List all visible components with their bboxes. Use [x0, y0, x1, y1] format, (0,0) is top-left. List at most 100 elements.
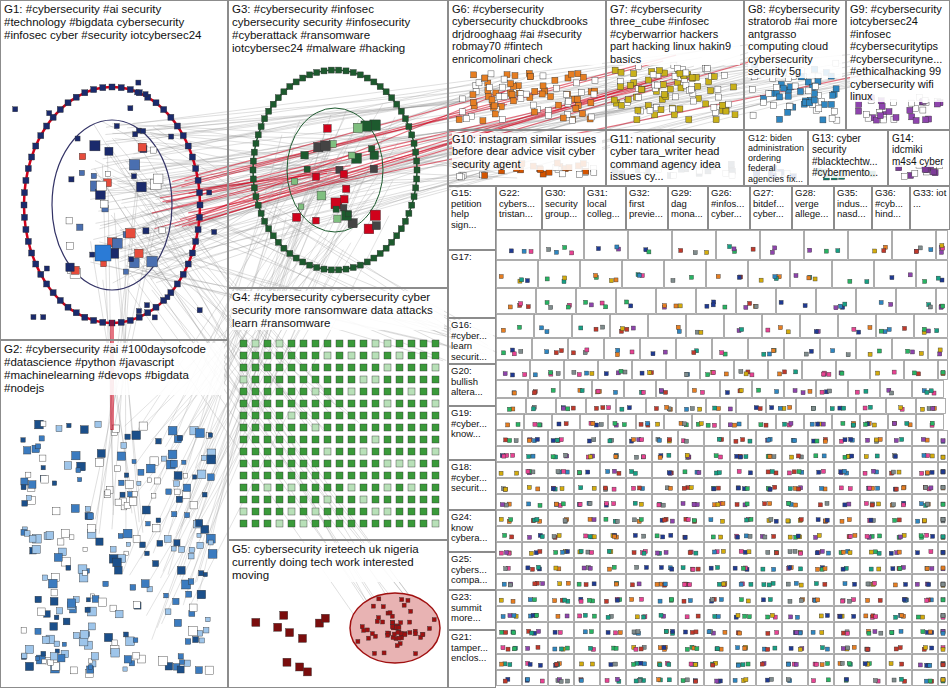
vertex-icon: [566, 581, 570, 585]
vertex-icon: [827, 551, 831, 555]
vertex-icon: [771, 581, 775, 585]
vertex-icon: [118, 534, 123, 539]
vertex-icon: [918, 663, 922, 667]
vertex-icon: [941, 470, 945, 474]
vertex-icon: [764, 423, 768, 427]
vertex-icon: [31, 315, 36, 320]
small-group-cell: [593, 381, 624, 398]
vertex-icon: [588, 501, 592, 505]
vertex-icon: [739, 582, 743, 586]
small-group-cell: [939, 655, 948, 670]
vertex-icon: [916, 519, 920, 523]
vertex-icon: [820, 549, 824, 553]
small-group-cell: [835, 623, 860, 638]
vertex-icon: [903, 598, 907, 602]
vertex-icon: [743, 550, 747, 554]
small-group-cell: [757, 447, 782, 462]
vertex-icon: [152, 315, 157, 320]
small-group-cell: [777, 415, 804, 430]
vertex-icon: [504, 438, 508, 442]
vertex-icon: [615, 598, 619, 602]
vertex-icon: [561, 406, 565, 410]
vertex-icon: [528, 438, 532, 442]
vertex-icon: [533, 582, 537, 586]
vertex-icon: [553, 599, 557, 603]
vertex-icon: [552, 486, 556, 490]
vertex-icon: [515, 471, 519, 475]
small-group-cell: [731, 543, 756, 558]
vertex-icon: [843, 438, 847, 442]
vertex-icon: [813, 277, 817, 281]
vertex-icon: [874, 438, 878, 442]
small-group-cell: [523, 511, 548, 526]
vertex-icon: [503, 679, 507, 683]
vertex-icon: [741, 663, 745, 667]
small-group-cell: [549, 607, 574, 622]
vertex-icon: [135, 90, 140, 95]
small-group-cell: [575, 623, 600, 638]
vertex-icon: [878, 534, 882, 538]
vertex-icon: [711, 303, 715, 307]
vertex-icon: [563, 245, 567, 249]
vertex-icon: [499, 471, 503, 475]
small-group-cell: [809, 543, 834, 558]
vertex-icon: [845, 677, 849, 681]
vertex-icon: [846, 353, 850, 357]
vertex-icon: [728, 407, 732, 411]
vertex-icon: [766, 550, 770, 554]
vertex-icon: [720, 351, 724, 355]
vertex-icon: [692, 388, 696, 392]
vertex-icon: [871, 469, 875, 473]
vertex-icon: [740, 328, 744, 332]
vertex-icon: [865, 647, 869, 651]
cluster-ring: [24, 87, 200, 323]
small-group-cell: [679, 655, 704, 670]
graph-edge: [109, 266, 487, 354]
vertex-icon: [941, 614, 945, 618]
small-group-cell: [497, 339, 532, 360]
vertex-icon: [694, 630, 698, 634]
small-group-cell: [705, 463, 730, 478]
vertex-icon: [587, 439, 591, 443]
vertex-icon: [928, 663, 932, 667]
vertex-icon: [900, 662, 904, 666]
small-group-cell: [549, 559, 574, 574]
small-group-cell: [837, 361, 870, 380]
vertex-icon: [774, 471, 778, 475]
small-group-cell: [679, 607, 704, 622]
vertex-icon: [941, 615, 945, 619]
vertex-icon: [138, 143, 146, 151]
vertex-icon: [616, 348, 620, 352]
vertex-icon: [926, 502, 930, 506]
vertex-icon: [721, 519, 725, 523]
vertex-icon: [779, 300, 783, 304]
small-group-cell: [599, 361, 632, 380]
vertex-icon: [695, 647, 699, 651]
vertex-icon: [189, 626, 198, 635]
vertex-icon: [614, 278, 618, 282]
vertex-icon: [552, 535, 556, 539]
small-group-cell: [677, 399, 706, 414]
vertex-icon: [669, 598, 673, 602]
vertex-icon: [689, 662, 693, 666]
small-group-cell: [937, 231, 948, 260]
vertex-icon: [96, 190, 106, 200]
small-group-cell: [757, 575, 782, 590]
graph-edge: [111, 57, 763, 251]
vertex-icon: [879, 631, 883, 635]
vertex-icon: [767, 583, 771, 587]
vertex-icon: [584, 534, 588, 538]
vertex-icon: [646, 421, 650, 425]
vertex-icon: [766, 328, 770, 332]
vertex-icon: [584, 583, 588, 587]
vertex-icon: [612, 487, 616, 491]
vertex-icon: [172, 512, 177, 517]
vertex-icon: [924, 646, 928, 650]
vertex-icon: [614, 455, 618, 459]
vertex-icon: [525, 678, 529, 682]
small-group-cell: [749, 415, 776, 430]
vertex-icon: [941, 631, 945, 635]
vertex-icon: [711, 663, 715, 667]
small-group-cell: [887, 623, 912, 638]
vertex-icon: [941, 550, 945, 554]
